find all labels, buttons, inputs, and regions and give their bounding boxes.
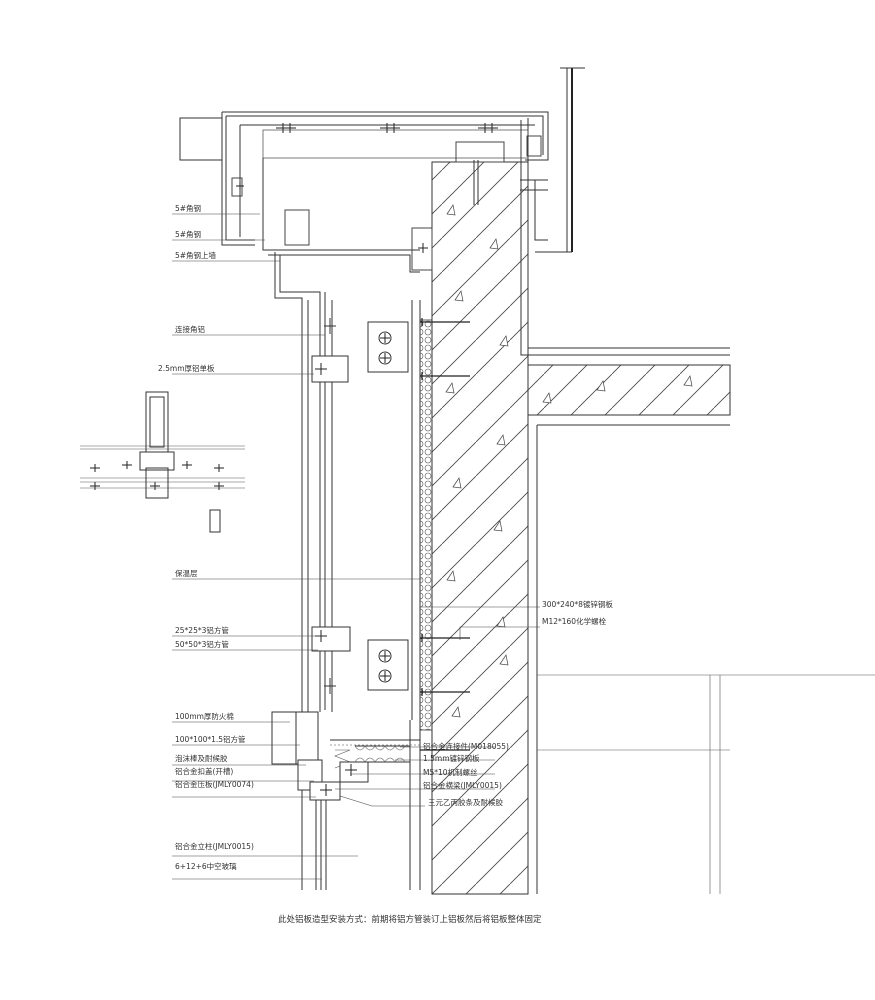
insulation-layer <box>419 319 433 731</box>
label-angle-steel-1: 5#角钢 <box>175 203 201 213</box>
label-machine-screw: M5*10机制螺丝 <box>423 767 478 777</box>
label-connector: 铝合金连接件(M018055) <box>423 741 509 751</box>
label-angle-steel-wall: 5#角钢上墙 <box>175 250 217 260</box>
label-steel-plate: 300*240*8镀锌钢板 <box>542 599 613 609</box>
label-galvanized-plate: 1.5mm镀锌钢板 <box>423 753 480 763</box>
label-transom: 铝合金横梁(JMLY0015) <box>423 780 502 790</box>
label-mullion: 铝合金立柱(JMLY0015) <box>175 841 254 851</box>
aluminium-cap-frame <box>179 111 549 273</box>
label-foam-rod: 泡沫棒及耐候胶 <box>175 753 228 763</box>
label-angle-steel-2: 5#角钢 <box>175 229 201 239</box>
curtain-wall-base <box>271 711 420 890</box>
label-chemical-bolt: M12*160化学螺栓 <box>542 616 607 626</box>
label-cover-cap: 铝合金扣盖(开槽) <box>175 766 233 776</box>
label-tube-100: 100*100*1.5铝方管 <box>175 734 246 744</box>
left-labels: 5#角钢 5#角钢 5#角钢上墙 连接角铝 2.5mm厚铝单板 保温层 25*2… <box>158 203 254 871</box>
label-insulation: 保温层 <box>175 569 198 578</box>
label-pressure-plate: 铝合金压板(JMLY0074) <box>175 779 254 789</box>
right-leaders <box>335 606 540 807</box>
label-connecting-angle: 连接角铝 <box>175 324 205 334</box>
concrete-structure <box>431 161 731 895</box>
label-tube-50: 50*50*3铝方管 <box>175 639 229 649</box>
upper-bracket <box>311 318 470 751</box>
lower-bracket <box>311 626 470 696</box>
label-aluminium-panel: 2.5mm厚铝单板 <box>158 363 215 373</box>
left-leaders <box>172 213 422 880</box>
label-gasket: 三元乙丙胶条及耐候胶 <box>428 797 503 807</box>
label-tube-25: 25*25*3铝方管 <box>175 625 229 635</box>
right-labels: 300*240*8镀锌钢板 M12*160化学螺栓 铝合金连接件(M018055… <box>423 599 613 807</box>
inset-detail <box>80 391 245 533</box>
installation-note: 此处铝板造型安装方式：前期将铝方管装订上铝板然后将铝板整体固定 <box>278 914 542 925</box>
label-fire-wool: 100mm厚防火棉 <box>175 711 234 721</box>
label-glass: 6+12+6中空玻璃 <box>175 861 237 871</box>
interior-lines <box>520 67 875 894</box>
